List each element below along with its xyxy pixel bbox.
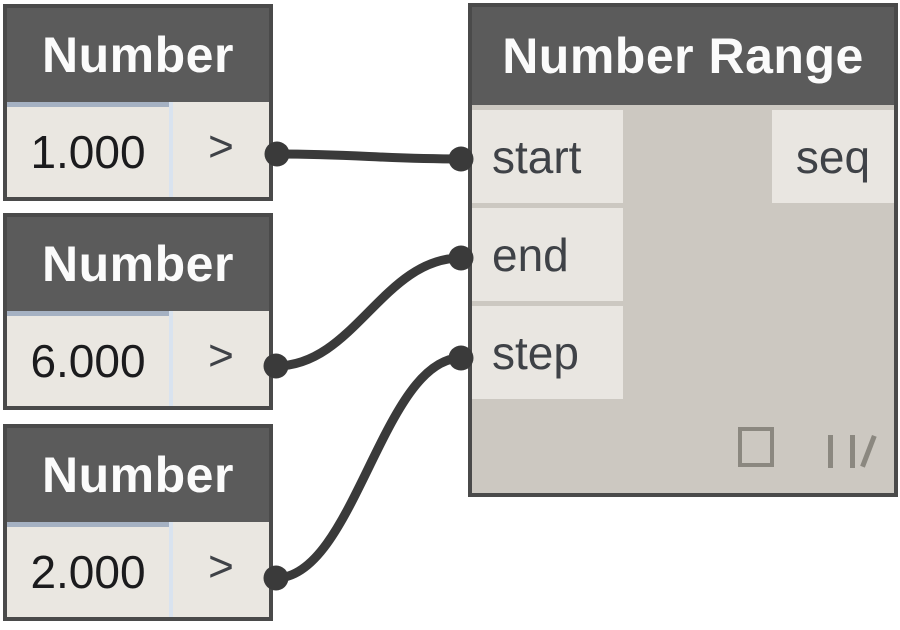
number-node-1-value-input[interactable]: 1.000: [7, 102, 169, 197]
output-port-seq[interactable]: seq: [772, 110, 894, 203]
number-node-1-title[interactable]: Number: [7, 8, 269, 102]
number-range-node[interactable]: Number Range start end step seq: [468, 3, 898, 497]
number-range-node-title[interactable]: Number Range: [472, 7, 894, 105]
number-node-1-expand-button[interactable]: >: [208, 121, 234, 171]
wire[interactable]: [275, 253, 462, 371]
number-node-2-expand-button[interactable]: >: [208, 330, 234, 380]
number-node-3-expand-button[interactable]: >: [208, 541, 234, 591]
number-node-1[interactable]: Number 1.000 >: [3, 4, 273, 201]
input-divider: [169, 522, 173, 617]
lacing-bar-icon: [850, 435, 855, 468]
wire[interactable]: [275, 353, 462, 583]
input-divider: [169, 311, 173, 406]
lacing-diagonal-icon: [860, 435, 877, 468]
number-node-3-value-input[interactable]: 2.000: [7, 522, 169, 617]
preview-checkbox-icon[interactable]: [738, 427, 774, 467]
input-port-step[interactable]: step: [472, 306, 623, 399]
number-node-2-title[interactable]: Number: [7, 217, 269, 311]
lacing-bar-icon: [828, 435, 833, 468]
number-node-3-title[interactable]: Number: [7, 428, 269, 522]
lacing-icon[interactable]: [828, 435, 892, 469]
input-divider: [169, 102, 173, 197]
input-port-start[interactable]: start: [472, 110, 623, 203]
number-node-3[interactable]: Number 2.000 >: [3, 424, 273, 621]
number-node-2[interactable]: Number 6.000 >: [3, 213, 273, 410]
wire[interactable]: [276, 149, 462, 164]
input-port-end[interactable]: end: [472, 208, 623, 301]
number-node-2-value-input[interactable]: 6.000: [7, 311, 169, 406]
